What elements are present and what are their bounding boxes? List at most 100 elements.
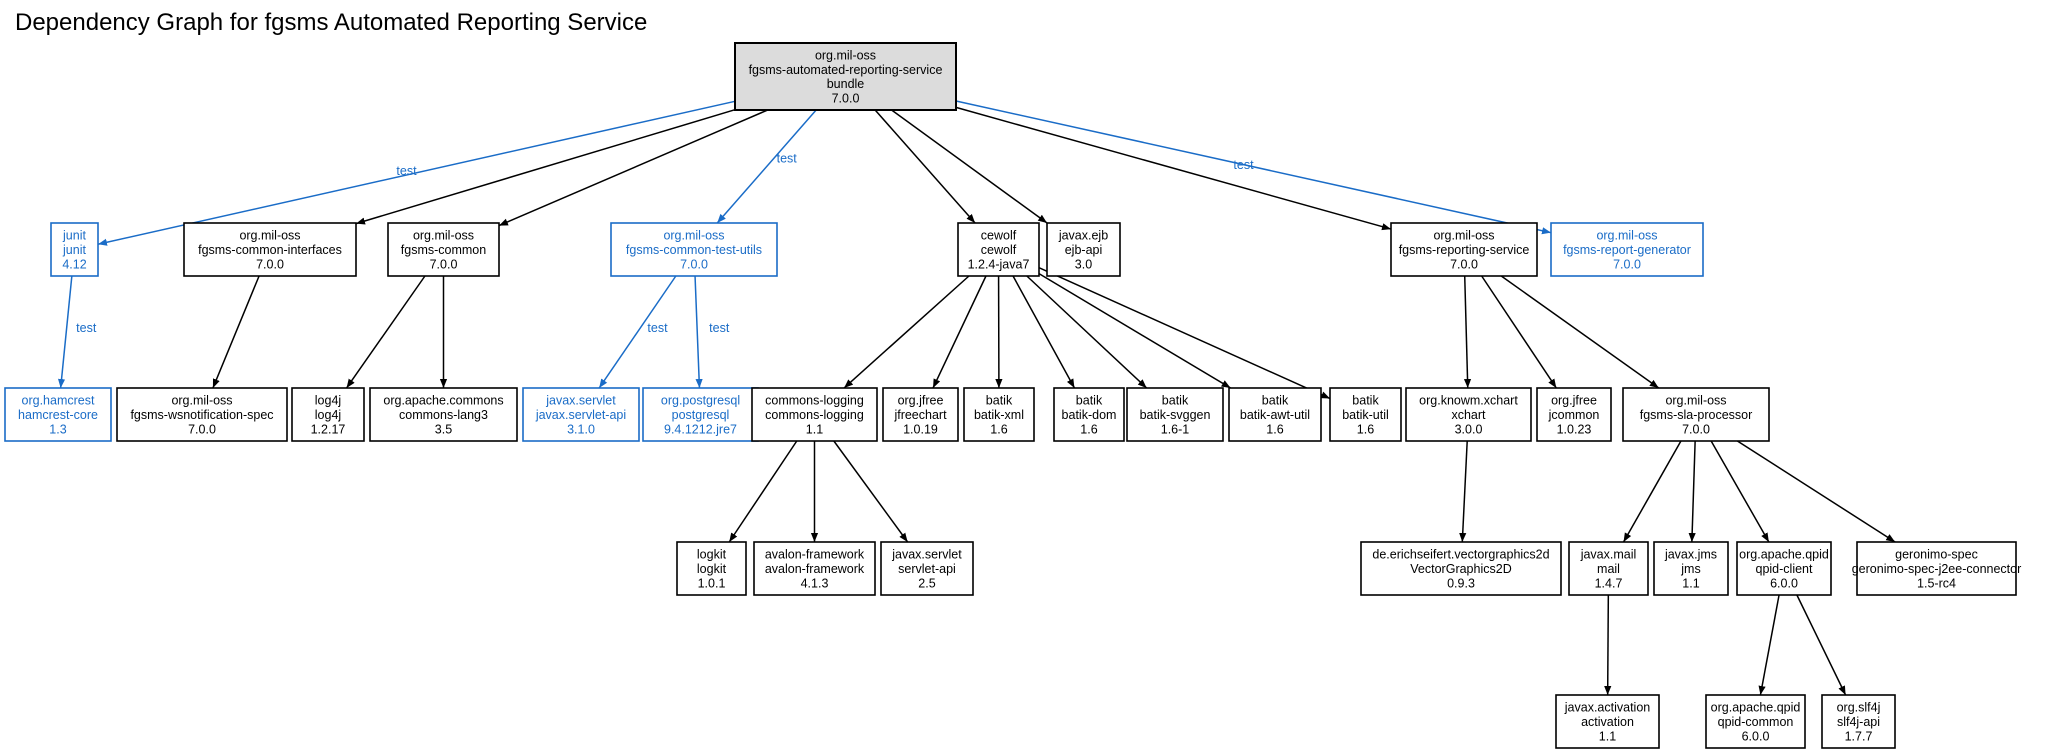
node-label-line: 1.6-1: [1161, 422, 1190, 436]
edge-cewolf-to-commons-logging: [843, 275, 970, 389]
edge-sla-processor-to-geronimo: [1736, 440, 1896, 543]
node-label-line: servlet-api: [898, 562, 956, 576]
node-label-line: fgsms-common: [401, 243, 486, 257]
node-label-line: slf4j-api: [1837, 715, 1880, 729]
node-label-line: cewolf: [981, 243, 1017, 257]
node-label-line: fgsms-reporting-service: [1399, 243, 1530, 257]
node-label-line: 7.0.0: [430, 257, 458, 271]
node-label-line: batik: [1076, 394, 1103, 408]
node-box: [751, 387, 878, 442]
node-box: [1622, 387, 1770, 442]
node-box: [1329, 387, 1402, 442]
node-label-line: de.erichseifert.vectorgraphics2d: [1372, 548, 1549, 562]
edge-line: [891, 109, 1048, 224]
edge-mail-to-activation: [1604, 594, 1612, 696]
edge-line: [1026, 275, 1148, 389]
node-label-line: 1.6: [990, 422, 1007, 436]
edge-line: [833, 440, 909, 543]
edge-root-to-junit: test: [97, 100, 736, 246]
node-label-line: batik-dom: [1062, 408, 1117, 422]
node-box: [753, 541, 876, 596]
edge-line: [97, 100, 736, 246]
node-box: [1126, 387, 1224, 442]
node-label-line: org.mil-oss: [171, 394, 232, 408]
node-label-line: javax.activation: [1564, 701, 1651, 715]
edge-root-to-common-interfaces: [355, 108, 736, 225]
node-label-line: batik-svggen: [1140, 408, 1211, 422]
graph-title: Dependency Graph for fgsms Automated Rep…: [15, 9, 647, 36]
edge-line: [1481, 275, 1557, 389]
node-box: [1555, 694, 1660, 749]
edge-line: [874, 109, 976, 224]
edge-line: [355, 108, 736, 225]
node-label-line: 1.2.17: [311, 422, 346, 436]
node-label-line: 1.2.4-java7: [968, 257, 1030, 271]
node-box: [1568, 541, 1649, 596]
node-box: [1536, 387, 1612, 442]
nodes-layer: org.mil-ossfgsms-automated-reporting-ser…: [4, 42, 2021, 749]
node-label-line: postgresql: [672, 408, 730, 422]
edge-reporting-service-to-xchart: [1463, 275, 1472, 389]
node-label-line: 1.0.19: [903, 422, 938, 436]
node-label-line: batik-xml: [974, 408, 1024, 422]
edge-line: [1688, 440, 1696, 543]
edge-line: [694, 275, 703, 389]
edge-label: test: [777, 152, 798, 166]
edge-line: [1459, 440, 1468, 543]
node-box: [50, 222, 99, 277]
node-label-line: fgsms-wsnotification-spec: [130, 408, 273, 422]
edge-label: test: [76, 321, 97, 335]
node-box: [1653, 541, 1729, 596]
edge-line: [1012, 275, 1076, 389]
node-box: [880, 541, 974, 596]
node-label-line: batik: [1162, 394, 1189, 408]
node-label-line: 1.6: [1357, 422, 1374, 436]
edge-sla-processor-to-jms: [1688, 440, 1696, 543]
node-label-line: batik: [1352, 394, 1379, 408]
edge-line: [498, 109, 768, 227]
node-wsnotification: org.mil-ossfgsms-wsnotification-spec7.0.…: [116, 387, 288, 442]
node-box: [1360, 541, 1562, 596]
node-label-line: org.apache.qpid: [1711, 701, 1801, 715]
edge-label: test: [709, 321, 730, 335]
node-label-line: javax.ejb: [1058, 229, 1108, 243]
edge-line: [1622, 440, 1682, 543]
node-label-line: log4j: [315, 394, 341, 408]
node-label-line: 6.0.0: [1742, 729, 1770, 743]
node-label-line: avalon-framework: [765, 562, 865, 576]
edge-cewolf-to-batik-dom: [1012, 275, 1076, 389]
node-label-line: org.mil-oss: [413, 229, 474, 243]
node-label-line: 4.12: [62, 257, 86, 271]
edge-commons-logging-to-logkit: [728, 440, 798, 543]
node-label-line: log4j: [315, 408, 341, 422]
node-label-line: fgsms-common-interfaces: [198, 243, 342, 257]
node-label-line: 1.6: [1080, 422, 1097, 436]
node-label-line: 4.1.3: [801, 576, 829, 590]
edge-qpid-client-to-slf4j: [1796, 594, 1847, 696]
node-box: [522, 387, 640, 442]
node-label-line: 1.6: [1266, 422, 1283, 436]
node-label-line: org.slf4j: [1837, 701, 1881, 715]
node-label-line: 7.0.0: [256, 257, 284, 271]
